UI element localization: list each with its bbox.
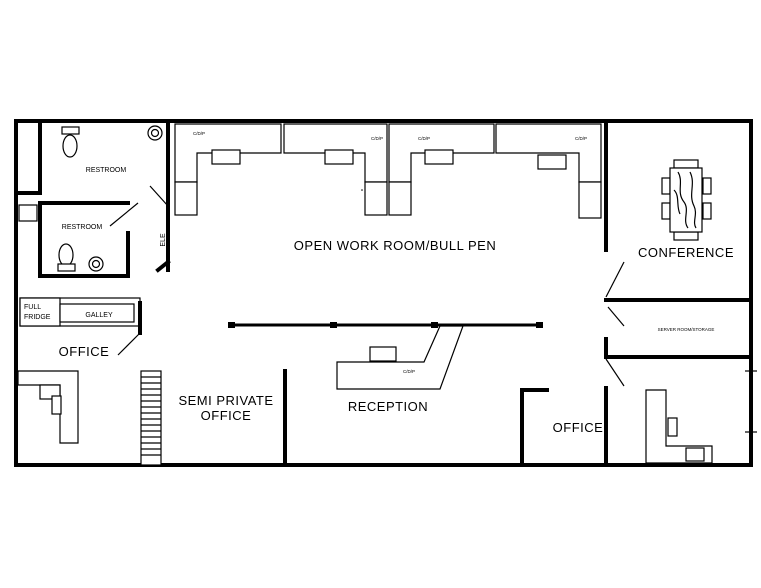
label-cdp-2: C/D/P xyxy=(371,136,383,141)
label-cdp-4: C/D/P xyxy=(575,136,587,141)
label-fridge: FRIDGE xyxy=(24,314,51,321)
conference-table xyxy=(661,159,712,241)
label-semi-private-1: SEMI PRIVATE xyxy=(178,393,273,408)
label-full: FULL xyxy=(24,304,41,311)
office-left-desk xyxy=(17,370,79,444)
label-open-work-room: OPEN WORK ROOM/BULL PEN xyxy=(294,238,496,253)
workstation-4 xyxy=(495,123,602,219)
label-galley: GALLEY xyxy=(85,312,113,319)
label-office-left: OFFICE xyxy=(59,344,110,359)
reception-partition xyxy=(228,322,543,328)
stair xyxy=(140,370,162,466)
label-cdp-3: C/D/P xyxy=(418,136,430,141)
workstation-2 xyxy=(283,123,388,216)
sink-1 xyxy=(147,125,163,141)
toilet-2 xyxy=(57,243,76,272)
label-server-room: SERVER ROOM/STORAGE xyxy=(658,327,715,332)
label-restroom-1: RESTROOM xyxy=(86,167,127,174)
room-labels: OPEN WORK ROOM/BULL PEN CONFERENCE SERVE… xyxy=(24,131,734,435)
label-ele: ELE xyxy=(160,233,167,247)
label-semi-private-2: OFFICE xyxy=(201,408,252,423)
label-cdp-5: C/D/P xyxy=(403,369,415,374)
storage-box xyxy=(18,204,38,222)
office-right-desk xyxy=(645,389,713,464)
galley-counter xyxy=(19,297,141,327)
label-reception: RECEPTION xyxy=(348,399,428,414)
exterior-walls xyxy=(14,119,753,467)
label-conference: CONFERENCE xyxy=(638,245,734,260)
sink-2 xyxy=(88,256,104,272)
office-right-walls xyxy=(520,386,608,467)
workstation-3 xyxy=(388,123,495,216)
workstation-1 xyxy=(174,123,282,216)
office-left-walls xyxy=(117,301,142,356)
label-cdp-1: C/D/P xyxy=(193,131,205,136)
conference-walls xyxy=(604,119,753,387)
restroom-walls xyxy=(14,119,171,278)
window-marks xyxy=(745,370,757,433)
dot-mark xyxy=(361,189,363,191)
reception-desk xyxy=(336,325,464,390)
label-restroom-2: RESTROOM xyxy=(62,224,103,231)
label-office-right: OFFICE xyxy=(553,420,604,435)
toilet-1 xyxy=(61,126,80,158)
